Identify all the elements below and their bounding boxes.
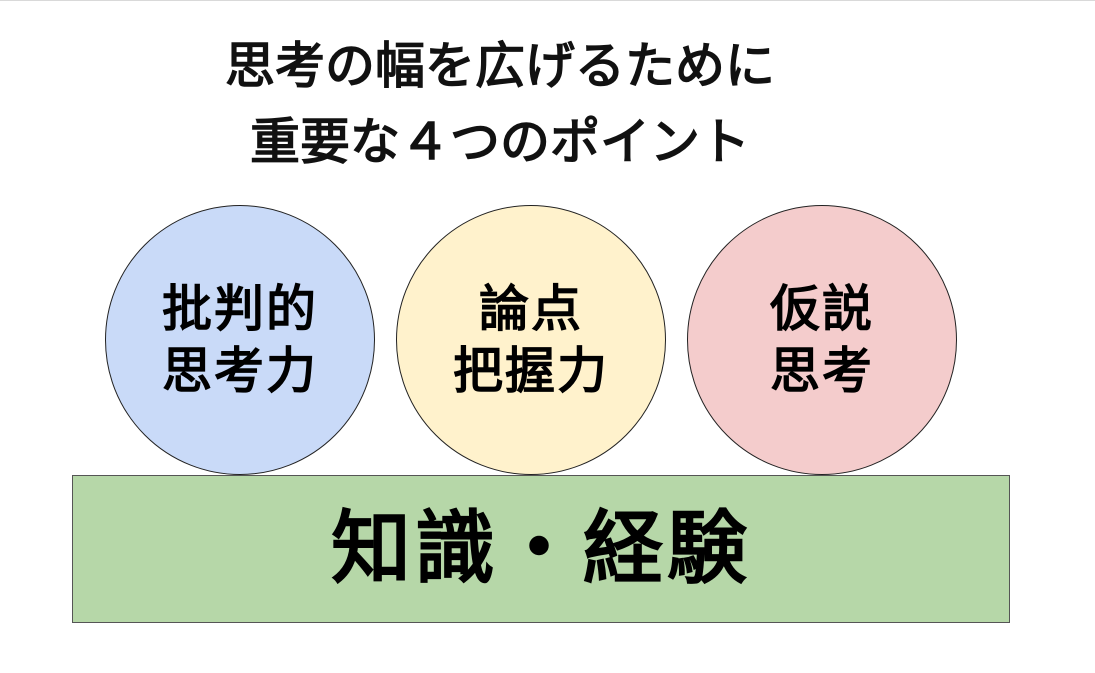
circle-label-line-1: 論点	[479, 280, 583, 338]
hypothesis-thinking-circle: 仮説 思考	[687, 205, 957, 475]
circle-label-line-1: 仮説	[770, 280, 874, 338]
top-border	[0, 0, 1095, 1]
foundation-label: 知識・経験	[331, 502, 751, 595]
title-line-1: 思考の幅を広げるために	[225, 37, 775, 95]
issue-grasp-circle: 論点 把握力	[396, 205, 666, 475]
title-line-2: 重要な４つのポイント	[250, 113, 750, 171]
critical-thinking-circle: 批判的 思考力	[105, 205, 375, 475]
circle-label-line-2: 思考	[770, 342, 874, 400]
circle-label-line-2: 思考力	[162, 342, 318, 400]
foundation-block: 知識・経験	[72, 475, 1010, 623]
circle-label-line-2: 把握力	[453, 342, 609, 400]
circle-label-line-1: 批判的	[162, 280, 318, 338]
